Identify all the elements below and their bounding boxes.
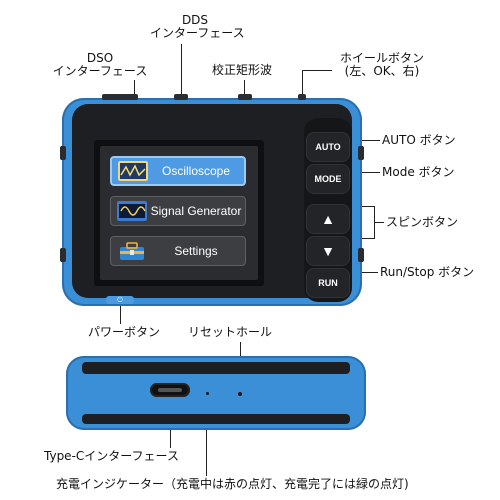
typec-label: Type-Cインターフェース <box>44 449 179 463</box>
calib-leader <box>244 80 245 102</box>
dso-port <box>102 94 138 100</box>
wheel-label-line2: (左、OK、右) <box>344 64 420 78</box>
signal-generator-icon <box>117 201 147 221</box>
mode-button[interactable]: MODE <box>306 164 350 194</box>
calib-label: 校正矩形波 <box>212 63 273 77</box>
left-clip-bottom <box>60 248 66 262</box>
charge-leader <box>206 404 207 476</box>
spin-button-label: スピンボタン <box>386 215 459 229</box>
menu-settings-label: Settings <box>174 244 218 258</box>
menu-signal-generator[interactable]: Signal Generator <box>110 196 246 226</box>
charge-indicator-led <box>206 392 209 395</box>
dds-leader <box>181 44 182 100</box>
left-clip-top <box>60 146 66 160</box>
auto-button-label: AUTO ボタン <box>382 133 456 147</box>
menu-oscilloscope[interactable]: Oscilloscope <box>110 156 246 186</box>
charge-indicator-label: 充電インジケーター（充電中は赤の点灯、充電完了には緑の点灯) <box>56 477 409 491</box>
power-button-label: パワーボタン <box>88 325 161 339</box>
menu-oscilloscope-label: Oscilloscope <box>161 164 231 178</box>
right-clip-top <box>358 146 364 160</box>
reset-hole[interactable] <box>238 392 242 396</box>
wheel-label-line1: ホイールボタン <box>339 51 424 65</box>
auto-leader <box>344 140 380 141</box>
device-front-view: Oscilloscope Signal Generator <box>60 94 364 306</box>
spin-down-button[interactable]: ▼ <box>306 236 350 266</box>
dds-port <box>174 94 188 100</box>
dso-label: DSO インターフェース <box>52 52 148 78</box>
dso-leader <box>134 80 135 100</box>
calib-port <box>238 94 252 100</box>
power-leader <box>120 304 121 324</box>
dds-label-line2: インターフェース <box>150 26 245 40</box>
wheel-button[interactable] <box>298 94 306 100</box>
bottom-grip-top <box>82 362 350 374</box>
auto-button[interactable]: AUTO <box>306 132 350 162</box>
auto-button-text: AUTO <box>315 142 341 152</box>
device-bottom-view <box>66 356 366 430</box>
wheel-label: ホイールボタン (左、OK、右) <box>332 52 432 78</box>
reset-hole-label: リセットホール <box>188 325 273 339</box>
run-button[interactable]: RUN <box>306 268 350 298</box>
power-icon: ⏻ <box>117 296 123 304</box>
side-button-panel: AUTO MODE ▲ ▼ RUN <box>304 118 352 302</box>
screen: Oscilloscope Signal Generator <box>100 146 258 280</box>
mode-leader <box>344 172 380 173</box>
power-button[interactable]: ⏻ <box>106 296 134 304</box>
mode-button-text: MODE <box>314 174 342 184</box>
menu-settings[interactable]: Settings <box>110 236 246 266</box>
run-button-text: RUN <box>318 278 338 288</box>
screen-bezel: Oscilloscope Signal Generator <box>94 140 264 286</box>
chevron-up-icon: ▲ <box>321 211 335 227</box>
spin-up-button[interactable]: ▲ <box>306 204 350 234</box>
right-clip-bottom <box>358 248 364 262</box>
oscilloscope-icon <box>118 161 148 181</box>
chevron-down-icon: ▼ <box>321 243 335 259</box>
toolbox-icon <box>120 242 144 260</box>
runstop-button-label: Run/Stop ボタン <box>380 265 475 279</box>
wheel-leader-v <box>302 70 303 100</box>
bottom-grip-bottom <box>82 414 350 424</box>
dso-label-line1: DSO <box>86 51 114 65</box>
dds-label: DDS インターフェース <box>150 13 245 40</box>
wheel-leader-h <box>302 70 332 71</box>
usb-c-port[interactable] <box>150 383 190 397</box>
device-body: Oscilloscope Signal Generator <box>72 104 352 302</box>
dds-label-line1: DDS <box>181 13 209 27</box>
menu-signal-generator-label: Signal Generator <box>150 204 242 218</box>
spin-leader-mid <box>374 222 384 223</box>
mode-button-label: Mode ボタン <box>382 165 455 179</box>
dso-label-line2: インターフェース <box>52 64 148 78</box>
